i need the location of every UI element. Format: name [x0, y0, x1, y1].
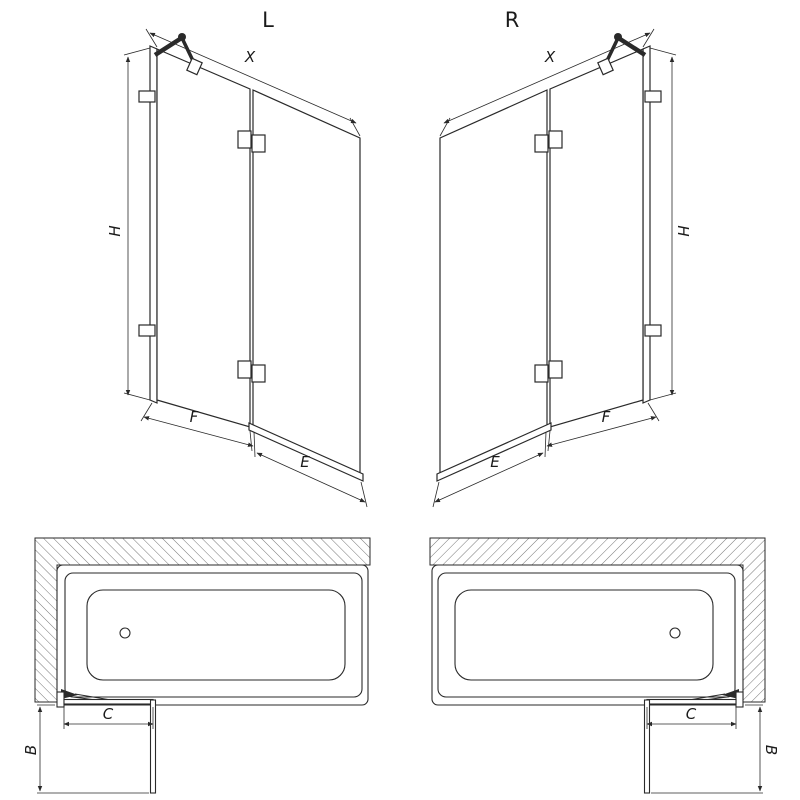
dim-label-x-left: X: [244, 48, 256, 66]
dim-label-e-right: E: [490, 453, 500, 471]
dim-label-f-right: F: [602, 408, 611, 426]
dim-label-h-left: H: [106, 225, 124, 236]
dim-label-c-left: C: [103, 705, 114, 723]
dim-label-h-right: H: [674, 225, 692, 236]
variant-label-left: L: [262, 8, 274, 32]
bath-plan-drawing-left: [35, 538, 370, 793]
dim-label-e-left: E: [300, 453, 310, 471]
dim-label-b-right: B: [762, 745, 780, 755]
screen-drawing-right: [433, 29, 676, 507]
dim-label-x-right: X: [544, 48, 556, 66]
perspective-view-left: L X H F E: [106, 8, 380, 515]
plan-view-right: C B: [425, 530, 780, 800]
variant-label-right: R: [505, 8, 520, 32]
dim-label-f-left: F: [190, 408, 199, 426]
plan-view-left: C B: [22, 530, 375, 800]
perspective-view-right: R X H F E: [420, 8, 692, 515]
bath-plan-drawing-right: [430, 538, 765, 793]
dim-label-b-left: B: [22, 745, 40, 755]
screen-drawing-left: [124, 29, 367, 507]
dim-label-c-right: C: [686, 705, 697, 723]
